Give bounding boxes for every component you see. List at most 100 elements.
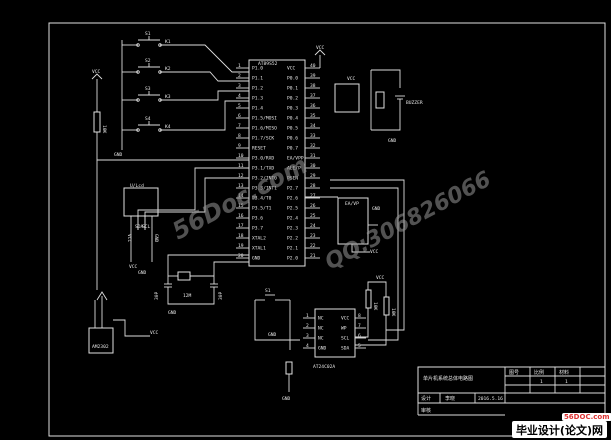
mcu-pin-label: P1.3 xyxy=(252,96,263,102)
s3-label: S3 xyxy=(145,86,151,92)
relay-module: EA/VP GND VCC xyxy=(305,196,381,255)
k2-label: K2 xyxy=(165,66,171,72)
col-material: 材料 xyxy=(559,369,569,376)
mcu-pin-num: 26 xyxy=(310,203,316,209)
mcu-pin-num: 9 xyxy=(238,143,241,149)
mcu-pin-num: 10 xyxy=(238,153,244,159)
mcu-pin-label: P3.6 xyxy=(252,216,263,222)
mcu-pin-num: 1 xyxy=(238,63,241,69)
eeprom-name: AT24C02A xyxy=(313,364,335,370)
mcu-pin-num: 33 xyxy=(310,133,316,139)
eeprom-pin-num: 3 xyxy=(306,333,309,339)
mcu-pin-num: 25 xyxy=(310,213,316,219)
mcu-pin-num: 23 xyxy=(310,233,316,239)
crystal-body xyxy=(177,271,191,281)
col-drawing-no: 图号 xyxy=(509,370,519,376)
mcu-pin-num: 13 xyxy=(238,183,244,189)
eeprom-pin-label: NC xyxy=(318,316,324,322)
lcd-pin-vcc: VCC xyxy=(126,234,132,243)
s1-label: S1 xyxy=(145,31,151,37)
mcu-pin-label: P0.4 xyxy=(287,116,298,122)
s2-label: S2 xyxy=(145,58,151,64)
mcu-pin-label: P1.0 xyxy=(252,66,263,72)
mcu-pin-label: P0.2 xyxy=(287,96,298,102)
lcd-gnd-label: GND xyxy=(138,270,147,276)
crystal-c2-label: 30P xyxy=(218,291,224,300)
mcu-pin-num: 40 xyxy=(310,63,316,69)
eeprom-pin-label: NC xyxy=(318,336,324,342)
k3-label: K3 xyxy=(165,94,171,100)
mcu-pin-label: P2.6 xyxy=(287,196,298,202)
mcu-pin-label: P3.0/RXD xyxy=(252,156,274,162)
mcu-pin-num: 29 xyxy=(310,173,316,179)
eeprom-pin-num: 6 xyxy=(358,333,361,339)
mcu-pin-label: P1.4 xyxy=(252,106,263,112)
mcu-pin-num: 19 xyxy=(238,243,244,249)
mcu-pin-label: P0.6 xyxy=(287,136,298,142)
buzzer-label: BUZZER xyxy=(406,100,423,106)
relay-gnd-label: GND xyxy=(372,206,381,212)
lcd-module: U/Lcd VCC SDA SCL GND VCC GND xyxy=(123,167,249,276)
mcu-pin-num: 38 xyxy=(310,83,316,89)
sheet-border xyxy=(48,22,606,437)
mcu-pin-num: 7 xyxy=(238,123,241,129)
mcu-pin-label: P3.1/TXD xyxy=(252,166,274,172)
eeprom-bottom-gnd: GND xyxy=(282,396,291,402)
eeprom-pin-num: 4 xyxy=(306,343,309,349)
mcu-pin-label: P0.3 xyxy=(287,106,298,112)
footer-banner[interactable]: 56DOC.com 毕业设计(论文)网 xyxy=(511,413,611,438)
mcu-pin-num: 32 xyxy=(310,143,316,149)
k4-label: K4 xyxy=(165,124,171,130)
mcu-pin-num: 37 xyxy=(310,93,316,99)
eeprom-pin-num: 5 xyxy=(358,343,361,349)
mcu-pin-num: 16 xyxy=(238,213,244,219)
mcu-pin-num: 27 xyxy=(310,193,316,199)
eeprom-gnd-label: GND xyxy=(268,332,277,338)
check-label: 审核 xyxy=(421,407,431,414)
mcu-pin-num: 17 xyxy=(238,223,244,229)
lcd-pin-gnd: GND xyxy=(153,234,159,243)
mcu-pin-num: 5 xyxy=(238,103,241,109)
mcu-pin-label: P3.2/INT0 xyxy=(252,176,277,182)
eeprom-res1: 10K xyxy=(372,302,378,311)
mcu-pin-num: 31 xyxy=(310,153,316,159)
watermark-qq: QQ:306826066 xyxy=(321,167,495,275)
mcu-vcc-label: VCC xyxy=(316,45,325,51)
sensor-module: AM2302 VCC xyxy=(88,291,159,354)
eeprom-pin-num: 7 xyxy=(358,323,361,329)
lcd-title: U/Lcd xyxy=(130,183,144,189)
mcu-pin-label: P3.5/T1 xyxy=(252,206,272,212)
eeprom-pin-label: VCC xyxy=(341,316,350,322)
designer-name: 李晓 xyxy=(445,395,455,402)
mcu-pin-label: P2.4 xyxy=(287,216,298,222)
eeprom-pin-label: NC xyxy=(318,326,324,332)
eeprom-switch-label: S1 xyxy=(265,288,271,294)
eeprom-pin-label: WP xyxy=(341,326,347,332)
mcu-pin-num: 4 xyxy=(238,93,241,99)
mcu-body xyxy=(248,59,306,267)
relay-label-top: EA/VP xyxy=(345,201,359,207)
eeprom-vcc-label: VCC xyxy=(376,275,385,281)
mcu-pin-label: P0.0 xyxy=(287,76,298,82)
lcd-pin-scl: SCL xyxy=(142,224,151,230)
mcu-pin-num: 36 xyxy=(310,103,316,109)
mcu-pin-num: 20 xyxy=(238,253,244,259)
eeprom-pin-label: SDA xyxy=(341,346,350,352)
footer-site: 56DOC.com xyxy=(561,413,611,421)
eeprom-pin-num: 2 xyxy=(306,323,309,329)
mcu-pin-num: 6 xyxy=(238,113,241,119)
mcu-pin-label: P3.7 xyxy=(252,226,263,232)
mcu-pin-num: 12 xyxy=(238,173,244,179)
val-scale: 1 xyxy=(540,379,543,385)
mcu-right-pins: 40VCC39P0.038P0.137P0.236P0.335P0.434P0.… xyxy=(287,63,320,262)
eeprom-pin-num: 8 xyxy=(358,313,361,319)
mcu-pin-num: 24 xyxy=(310,223,316,229)
mcu-pin-num: 28 xyxy=(310,183,316,189)
mcu-pin-label: P1.7/SCK xyxy=(252,136,274,142)
mcu-pin-num: 22 xyxy=(310,243,316,249)
eeprom-pin-label: SCL xyxy=(341,336,350,342)
mcu-pin-num: 35 xyxy=(310,113,316,119)
